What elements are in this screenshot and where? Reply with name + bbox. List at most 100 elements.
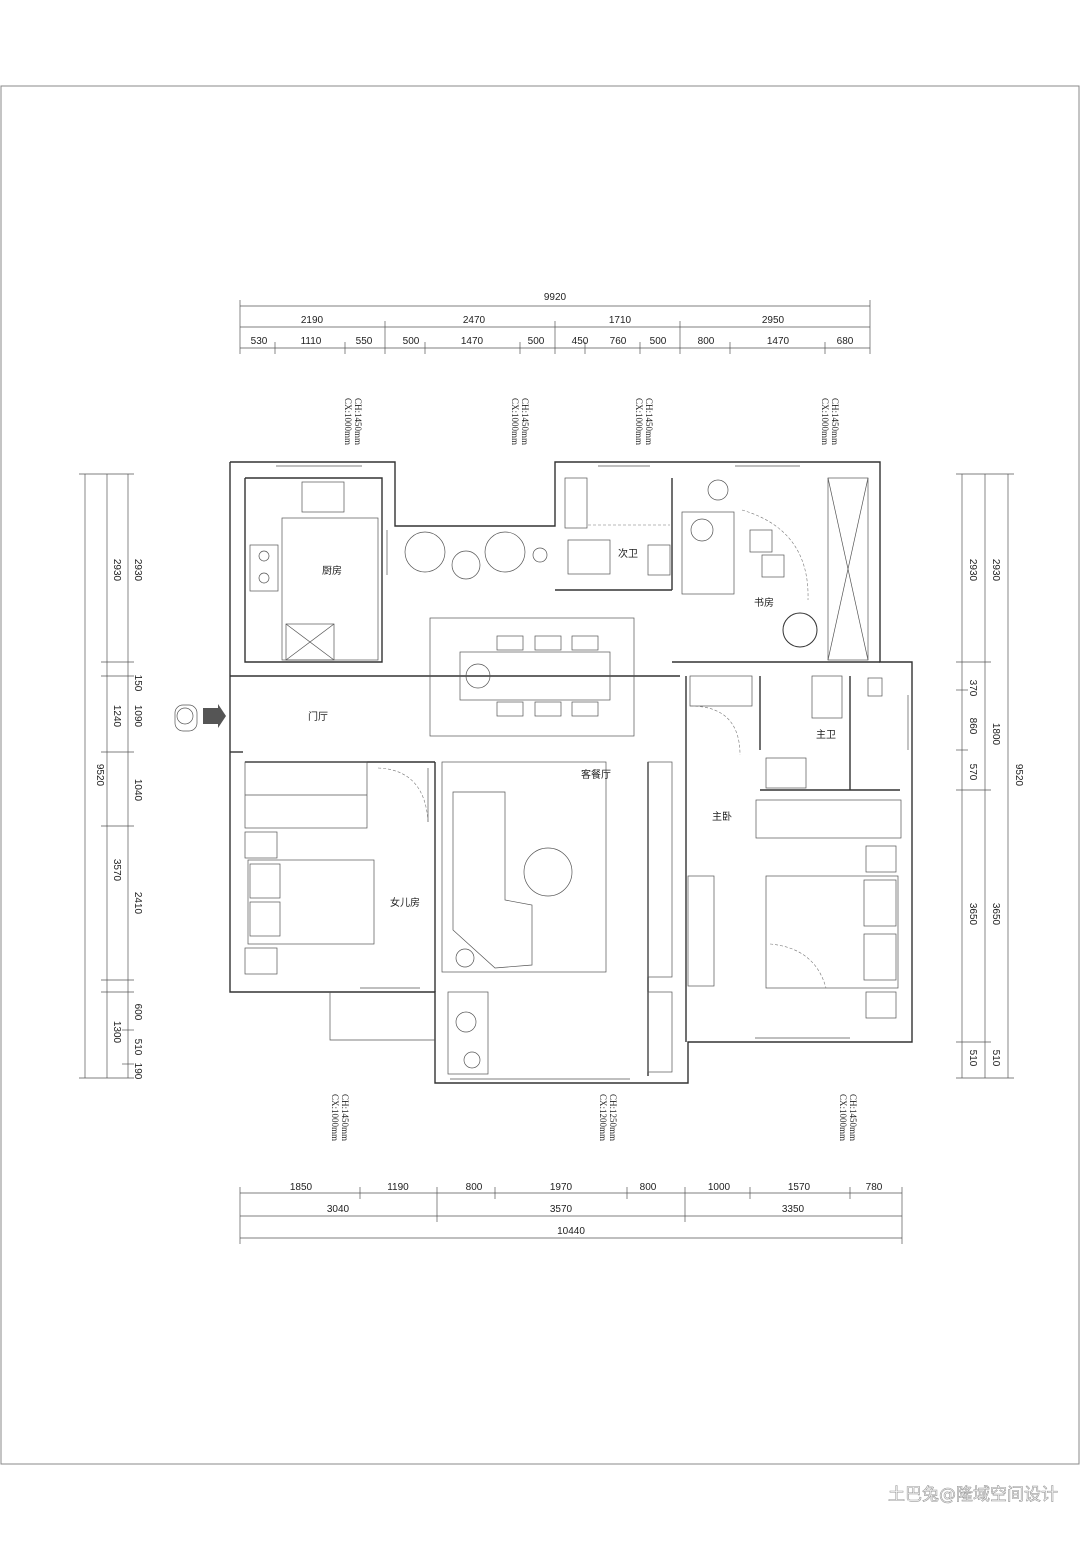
armchair-icon — [484, 531, 526, 573]
watermark: 土巴兔@隆域空间设计 — [888, 1485, 1058, 1505]
window-note-top-1: CH:1450mm CX:1000mm — [343, 398, 363, 445]
bottom-dimensions — [239, 1187, 903, 1244]
chair-icon — [690, 518, 714, 542]
dim-bottom-mid: 3350 — [782, 1204, 805, 1215]
window-note-text: CH:1450mm — [520, 398, 530, 445]
dim-top-fine: 500 — [528, 336, 545, 347]
dim-top-fine: 680 — [837, 336, 854, 347]
room-label-master-bath: 主卫 — [816, 729, 836, 741]
right-dim-labels: 2930 370 860 570 3650 510 2930 1800 3650… — [967, 559, 1024, 1067]
dim-bottom-fine: 1570 — [788, 1182, 811, 1193]
dim-bottom-fine: 800 — [640, 1182, 657, 1193]
window-note-text: CX:1000mm — [343, 398, 353, 445]
dim-top-total: 9920 — [544, 292, 567, 303]
dining-area — [429, 617, 635, 737]
room-label-kitchen: 厨房 — [322, 564, 342, 577]
side-table-icon — [451, 550, 481, 580]
dim-left-fine: 2410 — [132, 892, 143, 915]
room-label-master-bed: 主卧 — [712, 810, 732, 823]
window-note-text: CH:1450mm — [340, 1094, 350, 1141]
dim-top-mid: 2950 — [762, 315, 785, 326]
stove-icon — [249, 544, 279, 592]
rug-icon — [782, 612, 818, 648]
coffee-table-icon — [523, 847, 573, 897]
master-bath-fixtures — [689, 675, 883, 789]
armchair-icon — [404, 531, 446, 573]
window-note-text: CH:1250mm — [608, 1094, 618, 1141]
dim-bottom-fine: 800 — [466, 1182, 483, 1193]
dim-right-fine: 570 — [967, 764, 978, 781]
dim-right-fine: 370 — [967, 680, 978, 697]
dim-bottom-mid: 3570 — [550, 1204, 573, 1215]
living-area — [441, 761, 673, 1075]
room-label-foyer: 门厅 — [308, 710, 328, 723]
fridge-icon — [285, 623, 335, 661]
dim-left-mid: 3570 — [111, 859, 122, 882]
master-bed-fixtures — [687, 799, 902, 1019]
basin-icon — [647, 544, 671, 576]
window-note-bot-2: CH:1250mm CX:1200mm — [598, 1094, 618, 1141]
window-note-text: CH:1450mm — [353, 398, 363, 445]
bed-icon — [765, 875, 899, 989]
room-label-study: 书房 — [754, 596, 774, 609]
balcony-chairs — [386, 530, 548, 580]
dim-top-mid: 2190 — [301, 315, 324, 326]
dim-right-mid: 510 — [990, 1050, 1001, 1067]
window-note-text: CH:1450mm — [830, 398, 840, 445]
dim-top-fine: 760 — [610, 336, 627, 347]
window-note-text: CX:1000mm — [838, 1094, 848, 1141]
top-dimensions — [239, 300, 871, 354]
wardrobe-icon — [755, 799, 902, 839]
dim-left-mid: 1240 — [111, 705, 122, 728]
window-note-text: CX:1000mm — [510, 398, 520, 445]
window-note-text: CX:1000mm — [820, 398, 830, 445]
dim-right-fine: 510 — [967, 1050, 978, 1067]
bed-icon — [247, 859, 375, 945]
room-label-daughter-room: 女儿房 — [390, 896, 420, 909]
window-note-text: CX:1000mm — [634, 398, 644, 445]
room-label-living-dining: 客餐厅 — [581, 768, 611, 781]
dim-left-fine: 1090 — [132, 705, 143, 728]
dim-left-mid: 2930 — [111, 559, 122, 582]
dim-bottom-fine: 1190 — [387, 1182, 409, 1193]
room-label-second-bath: 次卫 — [618, 547, 638, 560]
dim-right-fine: 2930 — [967, 559, 978, 582]
right-dimensions — [956, 473, 1014, 1079]
tv-cabinet-icon — [647, 761, 673, 978]
toilet-icon — [567, 539, 611, 575]
window-note-bot-1: CH:1450mm CX:1000mm — [330, 1094, 350, 1141]
desk-icon — [681, 511, 735, 595]
dim-bottom-total: 10440 — [557, 1226, 585, 1237]
entrance-person-icon — [174, 704, 226, 732]
second-bath-fixtures — [564, 477, 671, 576]
dim-left-fine: 600 — [132, 1004, 143, 1021]
dining-table-icon — [459, 651, 611, 701]
window-note-top-2: CH:1450mm CX:1000mm — [510, 398, 530, 445]
washer-icon — [447, 991, 489, 1075]
dim-right-fine: 860 — [967, 718, 978, 735]
dim-right-fine: 3650 — [967, 903, 978, 926]
left-dimensions — [79, 473, 134, 1079]
window-note-text: CX:1200mm — [598, 1094, 608, 1141]
dim-bottom-fine: 1850 — [290, 1182, 313, 1193]
drawing-frame — [0, 85, 1080, 1465]
dim-right-total: 9520 — [1013, 764, 1024, 787]
dim-top-mid: 1710 — [609, 315, 632, 326]
wardrobe-icon — [827, 477, 869, 661]
study-fixtures — [681, 477, 869, 661]
walls — [229, 461, 913, 1084]
dim-top-fine: 500 — [650, 336, 667, 347]
window-note-top-3: CH:1450mm CX:1000mm — [634, 398, 654, 445]
sink-icon — [301, 481, 345, 513]
dim-right-mid: 2930 — [990, 559, 1001, 582]
dim-bottom-mid: 3040 — [327, 1204, 350, 1215]
window-note-top-4: CH:1450mm CX:1000mm — [820, 398, 840, 445]
entrance-arrow-icon — [203, 704, 226, 728]
dim-right-mid: 3650 — [990, 903, 1001, 926]
dim-left-fine: 150 — [132, 675, 143, 692]
dim-top-fine: 450 — [572, 336, 589, 347]
dim-left-fine: 190 — [132, 1063, 143, 1080]
daughter-room-fixtures — [244, 761, 429, 975]
dim-top-fine: 500 — [403, 336, 420, 347]
